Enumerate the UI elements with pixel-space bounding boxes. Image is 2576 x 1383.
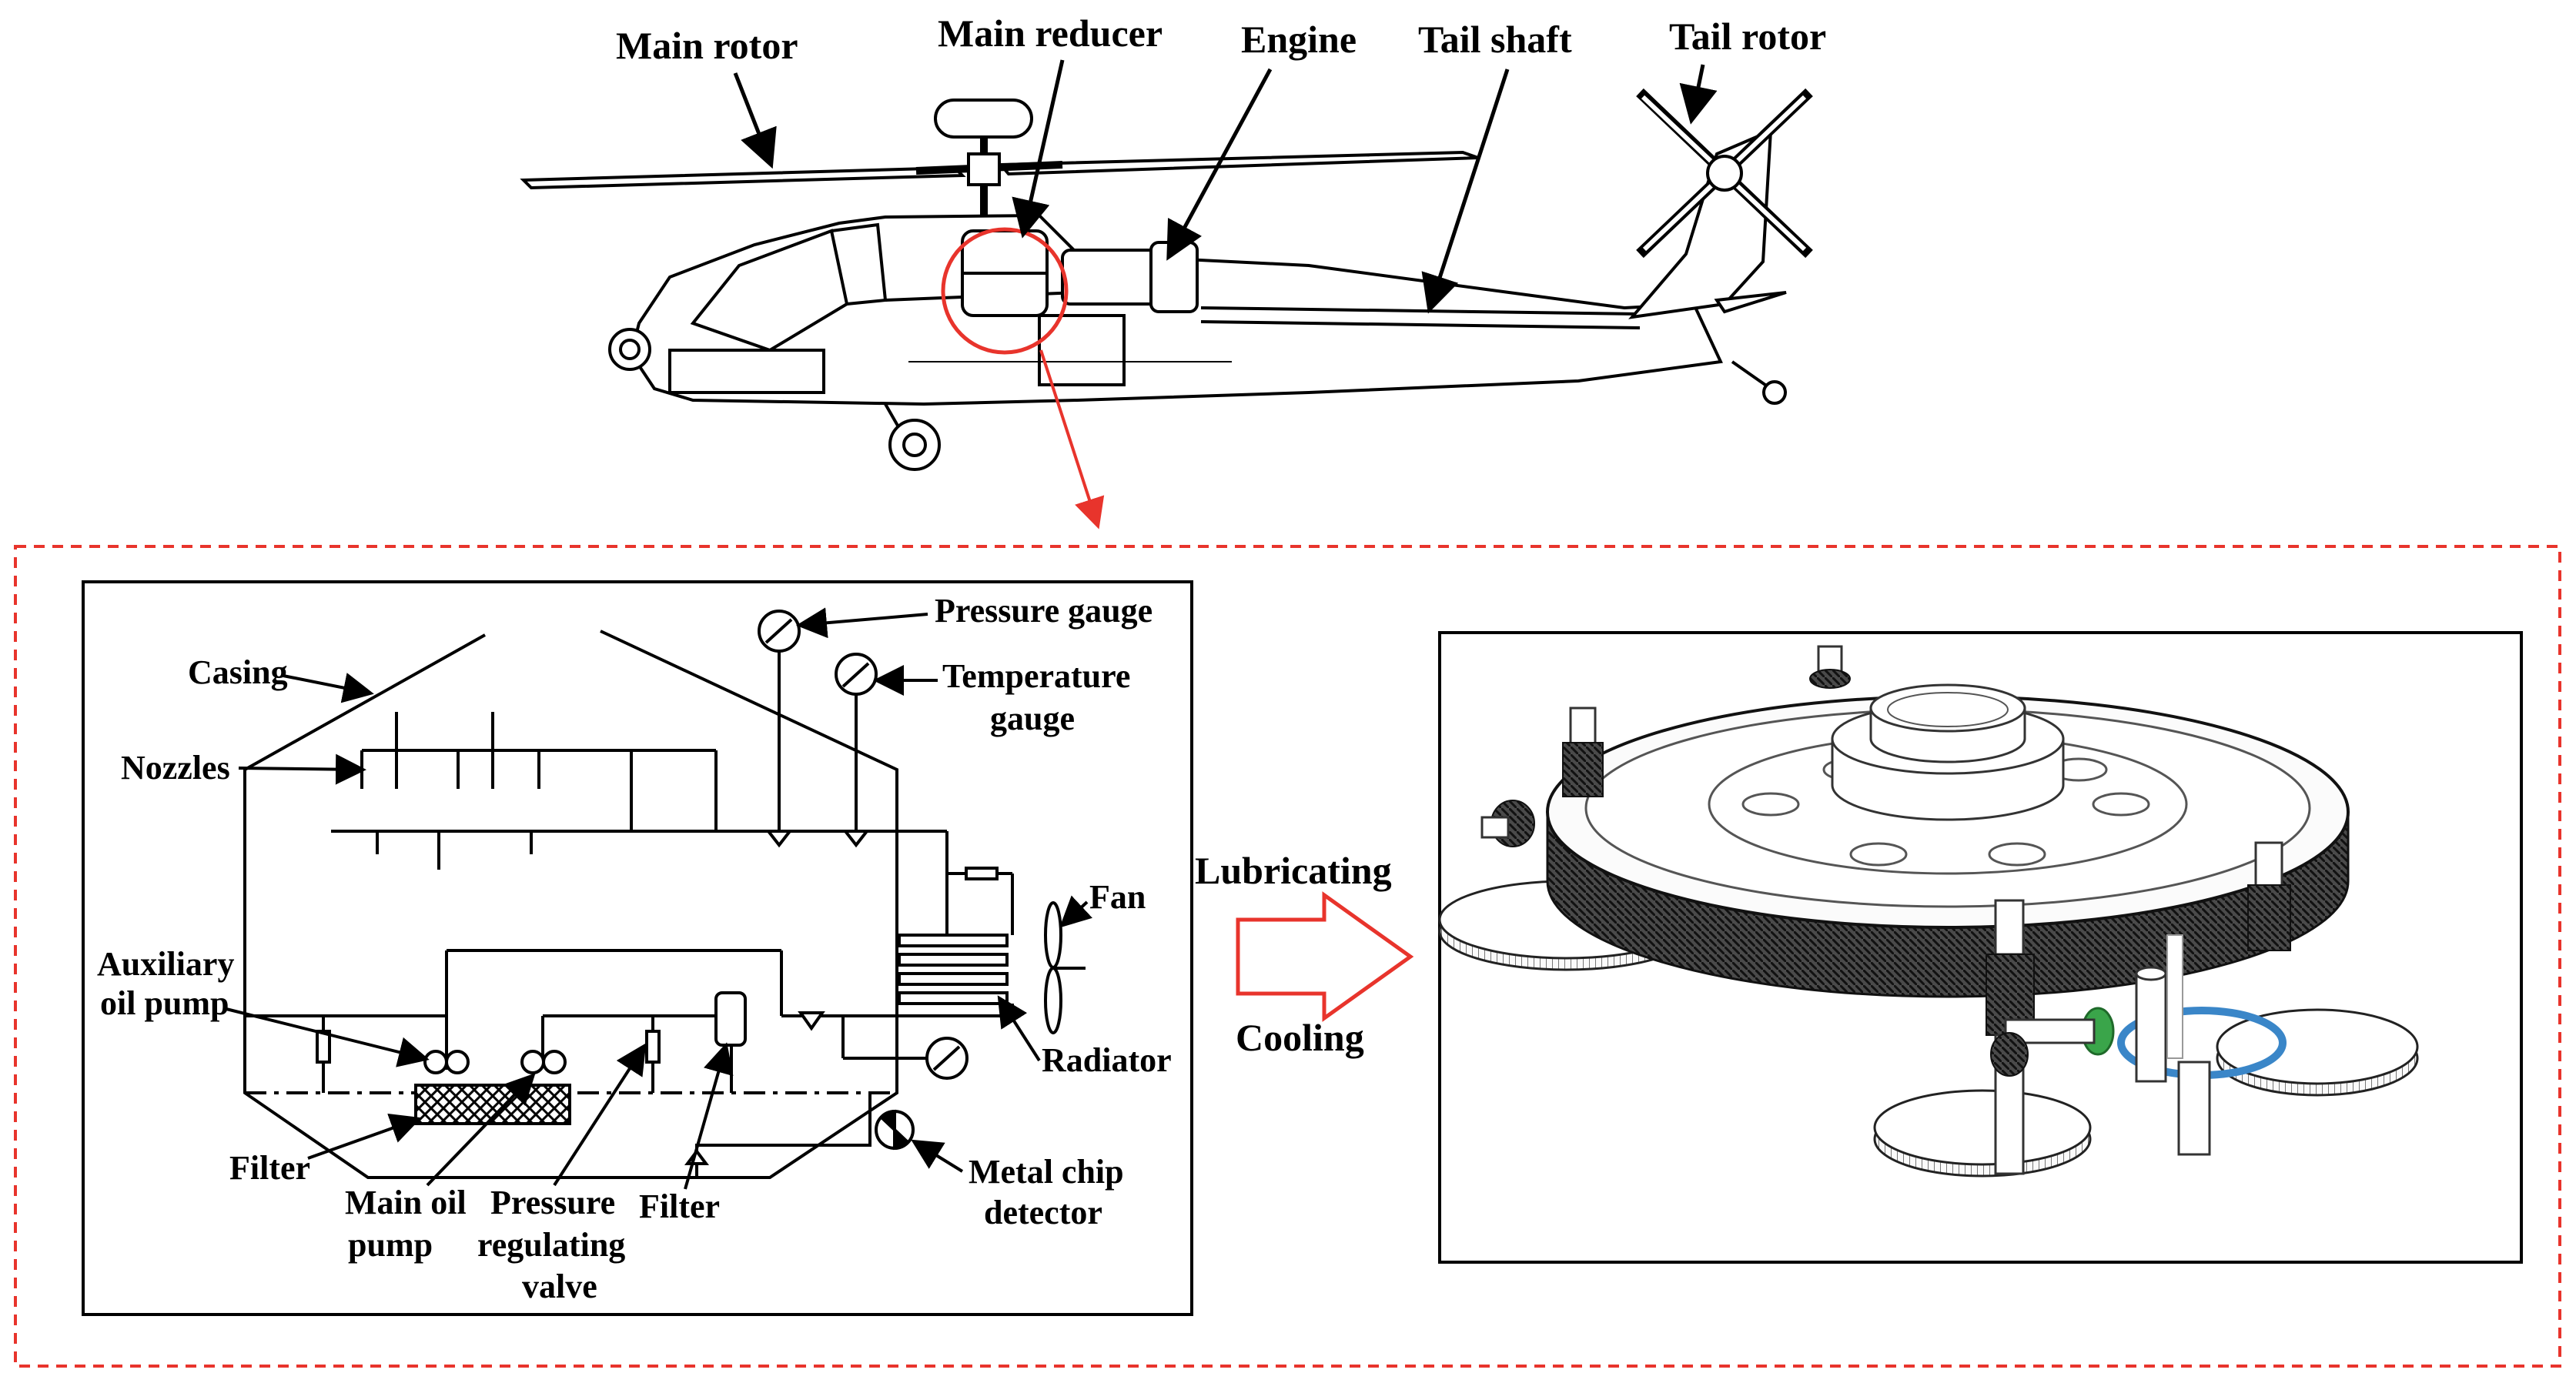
label-main-reducer: Main reducer (938, 12, 1163, 55)
fan-symbol (1044, 901, 1086, 1034)
label-casing: Casing (188, 653, 288, 691)
rotor-mast-radar (934, 99, 1033, 139)
planet-gear-right (2216, 1008, 2419, 1097)
pinion-left (1480, 800, 1535, 847)
label-tail-rotor: Tail rotor (1669, 15, 1826, 58)
label-temperature-line2: gauge (990, 700, 1075, 737)
casing-outline (243, 630, 898, 1179)
label-chip-line2: detector (984, 1194, 1102, 1231)
main-reducer-highlight (941, 227, 1069, 355)
label-radiator: Radiator (1042, 1041, 1172, 1079)
label-temperature-line1: Temperature (942, 657, 1130, 695)
planet-gear-bottom (1873, 1089, 2092, 1178)
label-pressure-gauge: Pressure gauge (935, 592, 1153, 630)
schematic-panel (82, 580, 1193, 1316)
helicopter-drawing (520, 88, 1813, 471)
label-cooling: Cooling (1236, 1016, 1364, 1059)
label-lubricating: Lubricating (1195, 849, 1392, 892)
label-filter-bottom: Filter (639, 1188, 720, 1225)
main-rotor-blade (520, 165, 966, 190)
tail-fin (1628, 128, 1773, 319)
radiator-symbol (898, 934, 1009, 1005)
label-main-pump-line2: pump (348, 1226, 433, 1264)
bull-gear (1546, 683, 2350, 998)
gearbox-render (1438, 645, 2419, 1178)
label-tail-shaft: Tail shaft (1418, 18, 1572, 61)
metal-chip-detector-symbol (875, 1109, 915, 1151)
label-auxiliary-line2: oil pump (100, 984, 229, 1022)
label-main-rotor: Main rotor (616, 24, 798, 67)
arrow-engine (1166, 68, 1273, 261)
label-filter-left: Filter (229, 1149, 310, 1187)
arrow-tail-shaft (1421, 68, 1510, 314)
label-fan: Fan (1089, 878, 1146, 916)
label-prv-line3: valve (522, 1268, 597, 1305)
zoom-arrow (1039, 349, 1105, 529)
label-main-pump-line1: Main oil (345, 1184, 467, 1221)
nozzle-manifold (331, 712, 893, 870)
label-auxiliary-line1: Auxiliary (97, 945, 234, 983)
arrow-main-reducer (1012, 59, 1065, 239)
main-oil-pump-symbol (520, 1050, 567, 1074)
label-engine: Engine (1241, 18, 1357, 61)
pinion-top (1809, 645, 1851, 689)
lubrication-schematic (243, 610, 1086, 1179)
label-prv-line2: regulating (477, 1226, 625, 1264)
pinion-front (1986, 899, 2035, 1175)
auxiliary-oil-pump-symbol (423, 1050, 470, 1074)
pinion-right (2247, 841, 2291, 951)
pinion-left-top (1562, 707, 1604, 797)
label-nozzles: Nozzles (121, 749, 230, 787)
flow-arrow (1236, 891, 1414, 1022)
label-chip-line1: Metal chip (969, 1153, 1124, 1191)
label-prv-line1: Pressure (490, 1184, 615, 1221)
arrow-main-rotor (733, 72, 777, 169)
main-rotor-blade-right (997, 150, 1479, 176)
bottom-filter-symbol (714, 991, 747, 1047)
arrow-tail-rotor (1679, 64, 1718, 125)
